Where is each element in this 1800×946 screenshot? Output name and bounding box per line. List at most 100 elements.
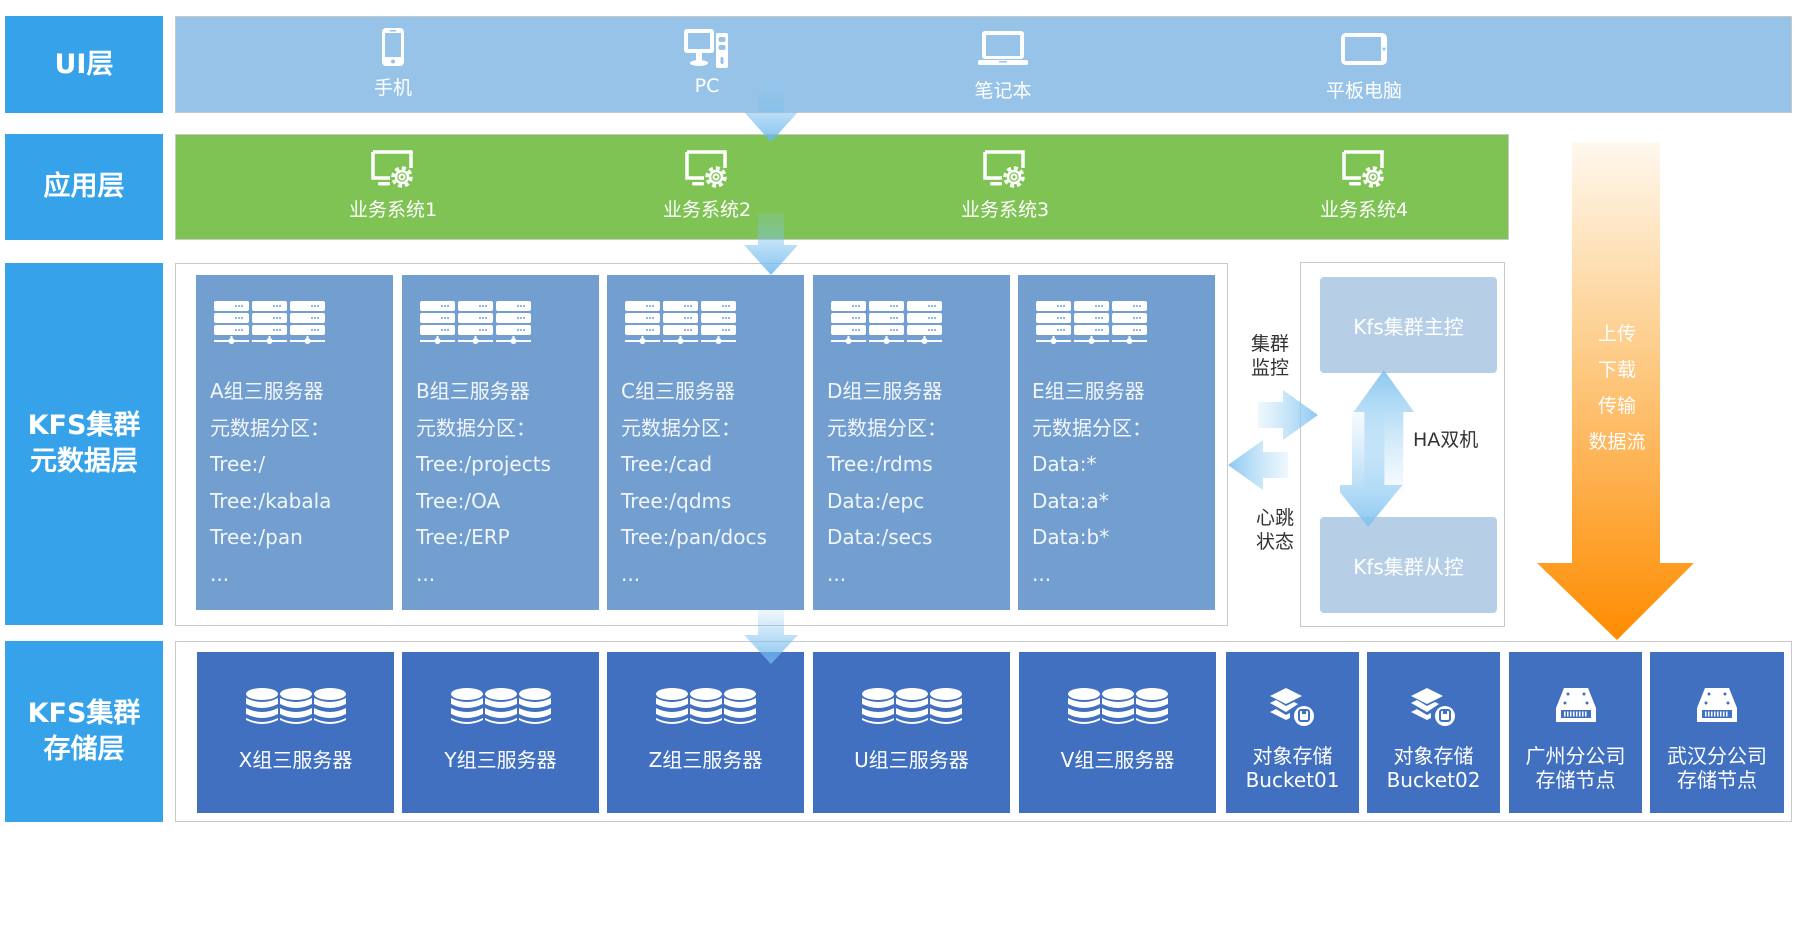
heartbeat-arrow (1228, 440, 1288, 490)
server-group-title: B组三服务器 (416, 379, 530, 403)
partition-entry: Tree:/projects (416, 452, 551, 476)
storage-node-card[interactable]: V组三服务器 (1019, 652, 1216, 813)
metadata-partition-list: E组三服务器 元数据分区： Data:*Data:a*Data:b*... (1032, 373, 1152, 592)
partition-entry: Data:a* (1032, 488, 1109, 513)
data-flow-arrow (1537, 142, 1694, 640)
layer-label-ui: UI层 (5, 16, 163, 113)
partition-entry: Data:/epc (827, 488, 925, 513)
ui-item-tablet[interactable]: 平板电脑 (1264, 32, 1464, 103)
heartbeat-label: 心跳 状态 (1250, 506, 1300, 554)
partition-entry: Tree:/ (210, 452, 266, 476)
ha-label: HA双机 (1413, 428, 1493, 452)
data-flow-line: 下载 (1597, 359, 1636, 381)
monitor-arrows (1228, 390, 1318, 490)
server-rack-icon (625, 301, 736, 344)
storage-card-label: Y组三服务器 (402, 748, 599, 772)
partition-entry: Tree:/OA (416, 488, 501, 513)
layer-label-metadata-line1: KFS集群 (27, 410, 141, 441)
storage-card-icon-wrap (402, 688, 599, 726)
storage-card-label-line: U组三服务器 (854, 748, 969, 772)
cluster-monitor-line2: 监控 (1250, 357, 1289, 379)
pc-icon (684, 29, 728, 68)
app-item-system1[interactable]: 业务系统1 (293, 149, 493, 222)
server-group-title: D组三服务器 (827, 379, 943, 403)
metadata-server-group-card[interactable]: E组三服务器 元数据分区： Data:*Data:a*Data:b*... (1018, 275, 1215, 610)
ha-arrows (1340, 370, 1415, 527)
app-item-system4[interactable]: 业务系统4 (1264, 149, 1464, 222)
ui-item-phone[interactable]: 手机 (293, 27, 493, 100)
app-item-system2[interactable]: 业务系统2 (607, 149, 807, 222)
database-icon (1067, 688, 1168, 724)
ui-item-pc[interactable]: PC (607, 27, 807, 97)
app-item-label: 业务系统4 (1319, 199, 1409, 221)
partition-entry: ... (210, 561, 230, 586)
storage-card-label-line: 对象存储 (1393, 744, 1474, 768)
meta-to-storage-arrow (744, 610, 798, 664)
ha-down-arrow (1340, 410, 1403, 527)
storage-card-label-line: Z组三服务器 (648, 748, 763, 772)
storage-card-label: 广州分公司存储节点 (1509, 744, 1642, 792)
tablet-icon (1341, 33, 1387, 65)
kfs-slave-node[interactable]: Kfs集群从控 (1320, 517, 1497, 613)
storage-card-label-line: X组三服务器 (238, 748, 353, 772)
partition-entry: Tree:/qdms (621, 488, 732, 513)
ui-item-label: 笔记本 (974, 80, 1032, 102)
partition-entry: Tree:/cad (621, 452, 713, 476)
partition-entry: Tree:/rdms (827, 452, 933, 476)
heartbeat-line2: 状态 (1255, 531, 1294, 553)
storage-node-card[interactable]: U组三服务器 (813, 652, 1010, 813)
storage-node-card[interactable]: X组三服务器 (197, 652, 394, 813)
storage-node-icon (1555, 688, 1596, 722)
storage-card-label-line: 存储节点 (1677, 768, 1757, 792)
storage-card-label-line: V组三服务器 (1060, 748, 1175, 772)
object-storage-icon (1410, 688, 1455, 726)
ha-label-text: HA双机 (1413, 429, 1479, 451)
storage-card-icon-wrap (1509, 688, 1642, 724)
server-rack-icon (831, 301, 942, 344)
storage-card-icon-wrap (1650, 688, 1784, 724)
partition-entry: Tree:/kabala (210, 488, 332, 513)
partition-entry: ... (1032, 561, 1052, 586)
partition-entry: ... (827, 561, 847, 586)
storage-node-card[interactable]: 广州分公司存储节点 (1509, 652, 1642, 813)
storage-card-label-line: 存储节点 (1535, 768, 1616, 792)
phone-icon (382, 28, 404, 66)
cluster-monitor-line1: 集群 (1250, 333, 1289, 355)
app-item-label: 业务系统2 (662, 199, 752, 221)
monitor-gear-icon (1342, 150, 1384, 188)
storage-card-icon-wrap (607, 688, 804, 726)
cluster-monitor-label: 集群 监控 (1245, 332, 1295, 380)
storage-node-card[interactable]: Y组三服务器 (402, 652, 599, 813)
kfs-master-label: Kfs集群主控 (1353, 314, 1464, 339)
storage-card-label: V组三服务器 (1019, 748, 1216, 772)
layer-label-metadata: KFS集群 元数据层 (5, 263, 163, 625)
ui-item-laptop[interactable]: 笔记本 (903, 30, 1103, 103)
app-item-label: 业务系统3 (960, 199, 1050, 221)
ui-item-label: 平板电脑 (1325, 80, 1402, 102)
storage-card-label-line: Bucket01 (1245, 768, 1340, 792)
partition-entry: ... (621, 561, 641, 586)
storage-node-card[interactable]: 武汉分公司存储节点 (1650, 652, 1784, 813)
layer-label-storage: KFS集群 存储层 (5, 641, 163, 822)
app-item-system3[interactable]: 业务系统3 (905, 149, 1105, 222)
partition-subtitle: 元数据分区： (621, 415, 741, 440)
kfs-master-node[interactable]: Kfs集群主控 (1320, 277, 1497, 373)
server-rack-icon (1036, 301, 1147, 344)
storage-card-label-line: 对象存储 (1252, 744, 1333, 768)
database-icon (655, 688, 756, 724)
partition-entry: Data:* (1032, 452, 1097, 476)
storage-card-label: U组三服务器 (813, 748, 1010, 772)
storage-node-card[interactable]: Z组三服务器 (607, 652, 804, 813)
ui-item-label: 手机 (373, 77, 412, 99)
data-flow-line: 传输 (1597, 395, 1636, 417)
storage-card-label-line: Y组三服务器 (444, 748, 557, 772)
